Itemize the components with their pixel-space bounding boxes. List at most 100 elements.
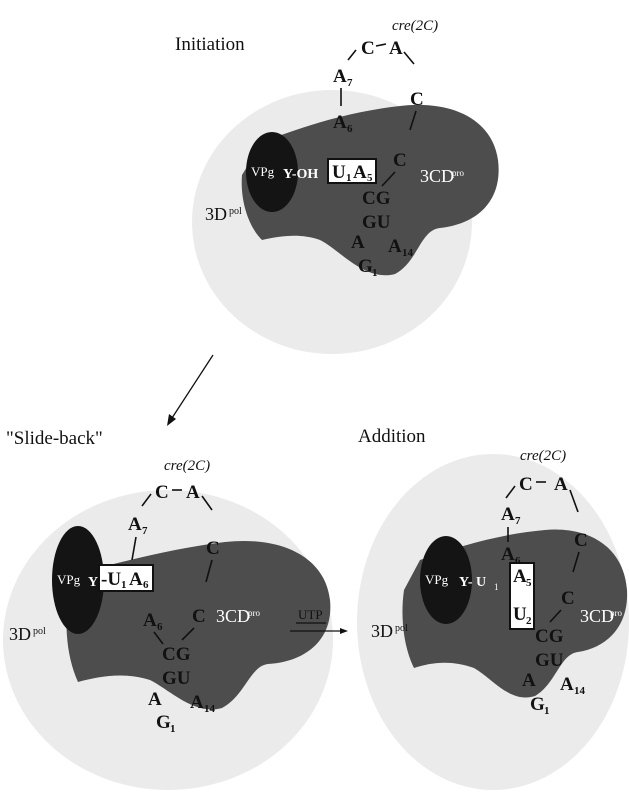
initiation-g1-sub: 1 (372, 267, 378, 279)
arrowhead-initiation-to-slideback (167, 414, 176, 426)
initiation-tyr-oh: Y-OH (283, 167, 318, 182)
slideback-bond (205, 559, 213, 583)
slideback-bond (131, 536, 137, 561)
slideback-cre-label: cre(2C) (164, 458, 210, 474)
addition-g1: G (530, 694, 545, 715)
slideback-g1-sub: 1 (170, 723, 176, 735)
initiation-u1a5-box (327, 158, 377, 184)
addition-a5-sub: 5 (526, 577, 532, 589)
addition-tyr-u1-sub: 1 (494, 582, 499, 592)
slideback-g1: G (156, 712, 171, 733)
slideback-a6-box: A (129, 569, 143, 590)
slideback-gu: GU (162, 668, 191, 689)
initiation-a6: A (333, 112, 347, 133)
addition-a5u2-box (509, 562, 535, 630)
initiation-bond (403, 51, 415, 65)
addition-cre-label: cre(2C) (520, 448, 566, 464)
addition-cg: CG (535, 626, 564, 647)
utp-arrowhead (340, 628, 348, 634)
slideback-a6: A (143, 610, 157, 631)
slideback-bond (153, 631, 164, 645)
addition-bond (505, 485, 516, 499)
slideback-a14-sub: 14 (204, 703, 216, 715)
slideback-c-top: C (155, 482, 169, 503)
slideback-a7-sub: 7 (142, 525, 148, 537)
initiation-bond (347, 49, 357, 61)
addition-a-top: A (554, 474, 568, 495)
initiation-u1-sub: 1 (346, 172, 352, 184)
addition-3cdpro-sup: pro (610, 608, 622, 618)
addition-a7-sub: 7 (515, 515, 521, 527)
initiation-3dpol-sup: pol (229, 206, 242, 217)
addition-u2-sub: 2 (526, 615, 532, 627)
addition-a5: A (513, 566, 527, 587)
slideback-a6-box-sub: 6 (143, 579, 149, 591)
initiation-a14-sub: 14 (402, 247, 414, 259)
addition-3dpol-sup: pol (395, 623, 408, 634)
initiation-vpg-blob (246, 132, 298, 212)
addition-a14-sub: 14 (574, 685, 586, 697)
addition-a6: A (501, 544, 515, 565)
slideback-a6-sub: 6 (157, 621, 163, 633)
addition-c-right1: C (574, 530, 588, 551)
slideback-title: "Slide-back" (6, 428, 103, 449)
addition-g1-sub: 1 (544, 705, 550, 717)
initiation-a7: A (333, 66, 347, 87)
addition-title: Addition (358, 426, 426, 447)
addition-bond (569, 489, 579, 513)
addition-a14: A (560, 674, 574, 695)
slideback-3cdpro-label: 3CD (216, 606, 250, 626)
initiation-vpg-label: VPg (251, 164, 275, 179)
initiation-c-right1: C (410, 89, 424, 110)
addition-3dpol-label: 3D (371, 621, 393, 641)
addition-tyr-u1: Y- U (459, 575, 486, 590)
slideback-3dpol-sup: pol (33, 626, 46, 637)
addition-bond (572, 551, 580, 573)
initiation-a14: A (388, 236, 402, 257)
addition-c-right2: C (561, 588, 575, 609)
initiation-3dpol-label: 3D (205, 204, 227, 224)
addition-a6-sub: 6 (515, 555, 521, 567)
initiation-a6-sub: 6 (347, 123, 353, 135)
slideback-tyr: Y (88, 575, 98, 590)
slideback-a-top: A (186, 482, 200, 503)
addition-3cdpro-label: 3CD (580, 606, 614, 626)
slideback-u1-sub: 1 (121, 579, 127, 591)
addition-gu: GU (535, 650, 564, 671)
initiation-a5: A (353, 162, 367, 183)
initiation-u1: U (332, 162, 346, 183)
initiation-bond (375, 43, 387, 47)
slideback-c-right2: C (192, 606, 206, 627)
addition-bond (549, 609, 562, 623)
initiation-bond (381, 171, 396, 187)
slideback-bond (141, 493, 152, 507)
addition-a-bot: A (522, 670, 536, 691)
addition-u2: U (513, 604, 527, 625)
slideback-u1a6-box (98, 564, 154, 592)
addition-vpg-label: VPg (425, 572, 449, 587)
initiation-3cdpro-label: 3CD (420, 166, 454, 186)
initiation-cre-label: cre(2C) (392, 18, 438, 34)
initiation-a5-sub: 5 (367, 172, 373, 184)
initiation-a-bot: A (351, 232, 365, 253)
addition-c-top: C (519, 474, 533, 495)
slideback-bond (201, 495, 213, 511)
slideback-bond (181, 627, 195, 641)
slideback-vpg-label: VPg (57, 572, 81, 587)
initiation-cg: CG (362, 188, 391, 209)
slideback-a7: A (128, 514, 142, 535)
initiation-a-top: A (389, 38, 403, 59)
addition-a7: A (501, 504, 515, 525)
slideback-vpg-blob (52, 526, 104, 634)
initiation-g1: G (358, 256, 373, 277)
arrow-initiation-to-slideback (171, 354, 214, 419)
addition-vpg-blob (420, 536, 472, 624)
initiation-gu: GU (362, 212, 391, 233)
initiation-c-right2: C (393, 150, 407, 171)
initiation-a7-sub: 7 (347, 77, 353, 89)
slideback-u1: -U (101, 569, 121, 590)
